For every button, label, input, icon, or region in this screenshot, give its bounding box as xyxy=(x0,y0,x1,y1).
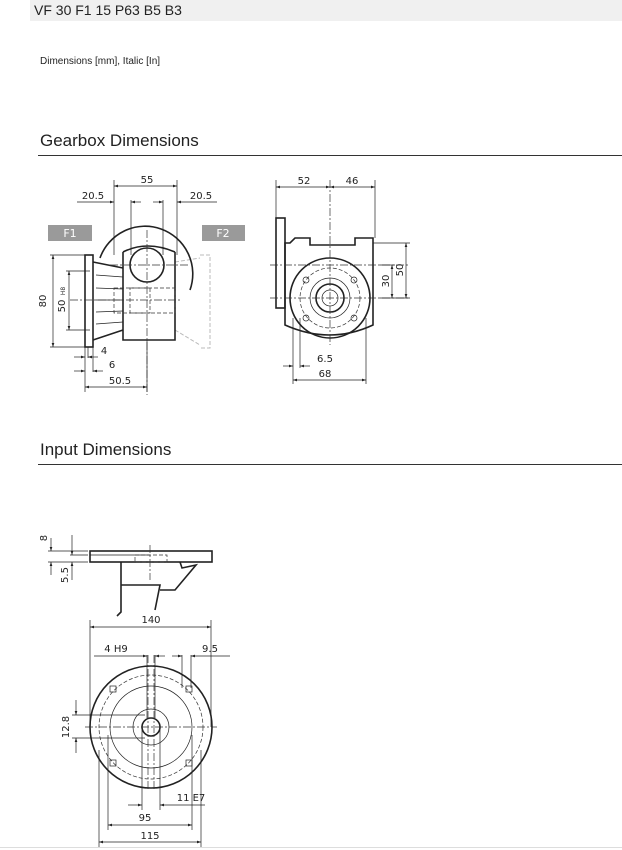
dim-140: 140 xyxy=(141,615,160,626)
dim-55: 55 xyxy=(141,175,154,186)
dim-11-e7: 11 E7 xyxy=(177,793,206,804)
dim-20-5-left: 20.5 xyxy=(82,191,104,202)
dim-12-8: 12.8 xyxy=(61,716,72,738)
product-code-title: VF 30 F1 15 P63 B5 B3 xyxy=(34,2,182,18)
dim-95: 95 xyxy=(139,813,152,824)
dim-46: 46 xyxy=(346,176,359,187)
page-bottom-divider xyxy=(0,847,622,848)
f1-label: F1 xyxy=(63,227,76,240)
dim-50: 50 xyxy=(57,300,68,313)
dim-8: 8 xyxy=(39,535,50,541)
gearbox-dimensions-heading: Gearbox Dimensions xyxy=(40,131,199,150)
units-note: Dimensions [mm], Italic [In] xyxy=(40,56,161,67)
f1-badge xyxy=(48,225,92,241)
dim-6-5: 6.5 xyxy=(317,354,333,365)
f2-label: F2 xyxy=(216,227,229,240)
dim-80: 80 xyxy=(38,295,49,308)
dim-115: 115 xyxy=(140,831,159,842)
input-profile-view xyxy=(89,545,213,617)
input-flange-view xyxy=(85,655,217,790)
dim-20-5-right: 20.5 xyxy=(190,191,212,202)
dim-68: 68 xyxy=(319,369,332,380)
front-view xyxy=(70,225,211,395)
dim-6: 6 xyxy=(109,360,115,371)
f2-badge xyxy=(202,225,245,241)
input-dimensions-heading: Input Dimensions xyxy=(40,440,172,459)
dim-4-h9: 4 H9 xyxy=(104,644,127,655)
dim-50-tolerance: H8 xyxy=(60,287,67,296)
dim-5-5: 5.5 xyxy=(60,567,71,583)
dim-4: 4 xyxy=(101,346,107,357)
section-divider xyxy=(38,464,622,465)
title-bar: VF 30 F1 15 P63 B5 B3 xyxy=(30,0,622,21)
dim-50-5: 50.5 xyxy=(109,376,131,387)
section-divider xyxy=(38,155,622,156)
dim-50-side: 50 xyxy=(395,264,406,277)
dim-52: 52 xyxy=(298,176,311,187)
dim-30: 30 xyxy=(381,275,392,288)
dim-9-5: 9.5 xyxy=(202,644,218,655)
